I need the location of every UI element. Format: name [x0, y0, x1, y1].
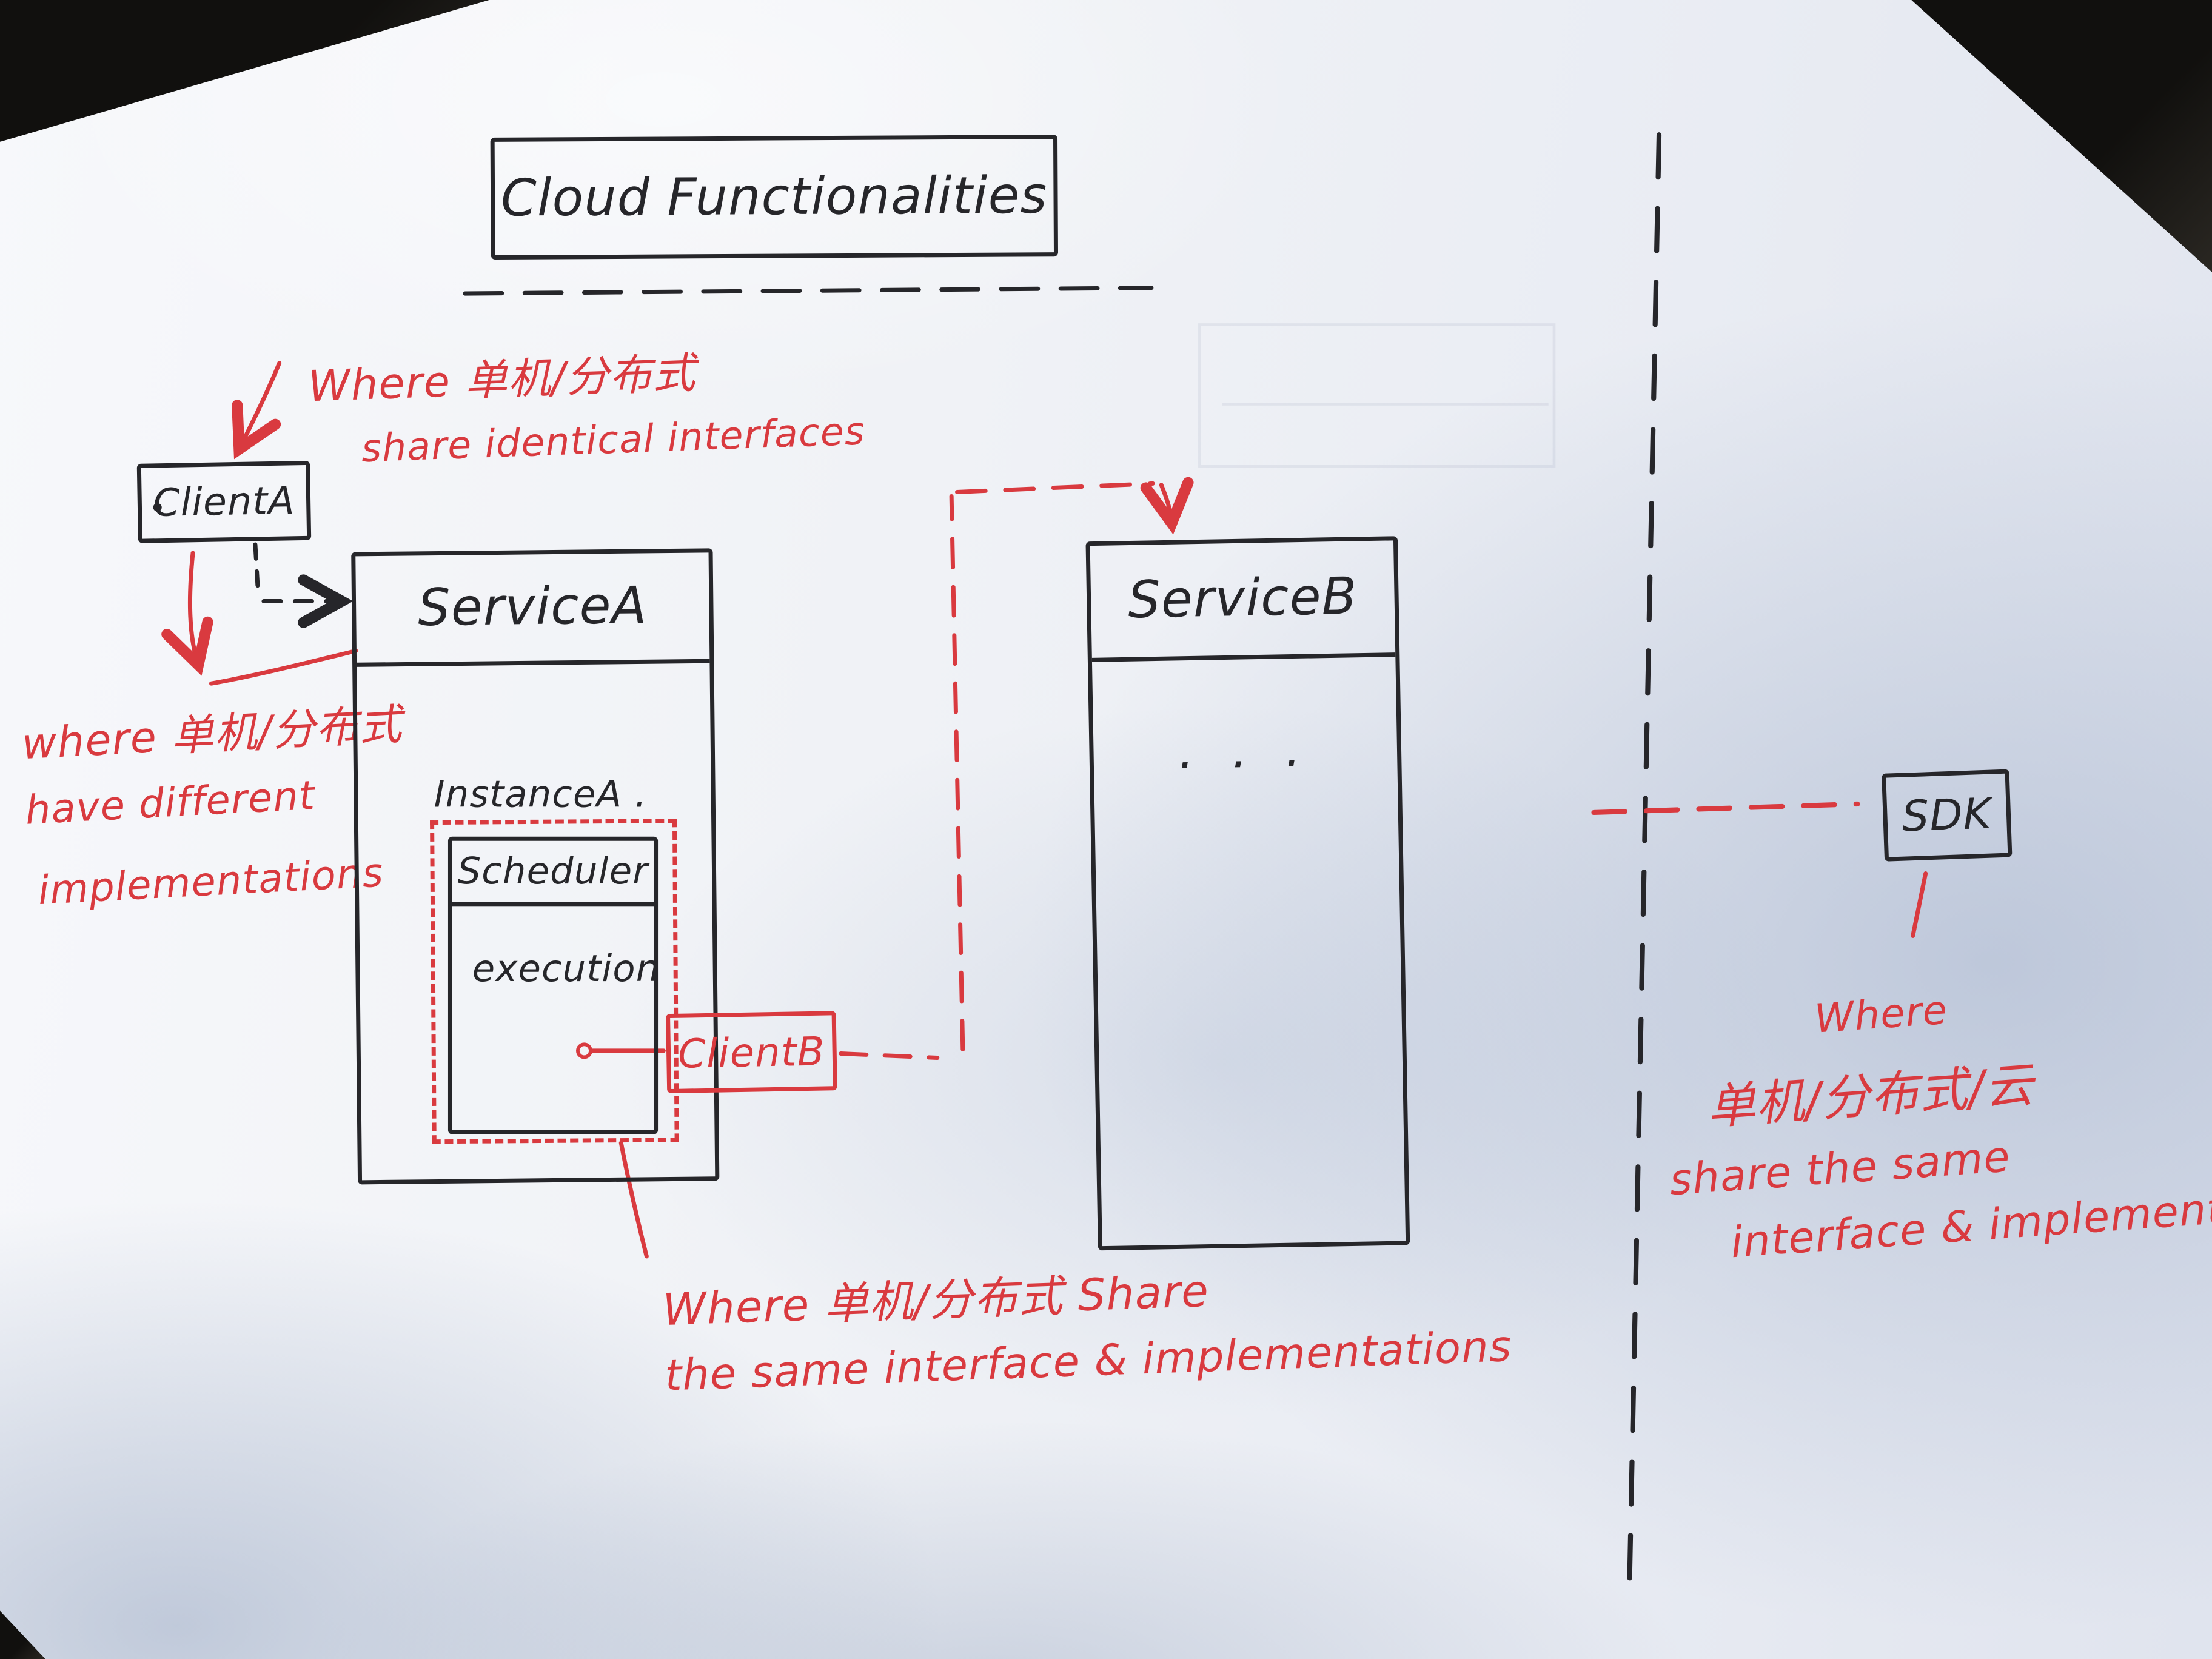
annotation-top-left: Where 单机/分布式 share identical interfaces	[307, 337, 866, 481]
client-a-label: ClientA	[152, 478, 296, 526]
ghost-sketch	[1198, 323, 1556, 468]
ghost-sketch-line	[1222, 403, 1549, 406]
node-service-b: ServiceB . . .	[1085, 536, 1410, 1251]
node-scheduler: Scheduler execution	[447, 836, 660, 1134]
sdk-label: SDK	[1901, 789, 1993, 842]
service-b-ellipsis: . . .	[1178, 722, 1313, 782]
service-b-title: ServiceB	[1090, 540, 1396, 662]
diagram-title: Cloud Functionalities	[500, 166, 1048, 228]
node-client-b: ClientB	[665, 1011, 837, 1094]
instance-a-label: InstanceA .	[434, 774, 648, 817]
title-box: Cloud Functionalities	[490, 135, 1059, 260]
service-a-title: ServiceA	[355, 552, 710, 667]
execution-label: execution	[472, 948, 660, 991]
node-client-a: ClientA	[136, 460, 312, 543]
scheduler-label: Scheduler	[452, 841, 654, 907]
annotation-right: Where 单机/分布式/云 share the same interface …	[1657, 958, 2212, 1281]
client-b-label: ClientB	[677, 1027, 826, 1077]
node-sdk: SDK	[1882, 769, 2013, 862]
pen-dot	[153, 503, 162, 512]
